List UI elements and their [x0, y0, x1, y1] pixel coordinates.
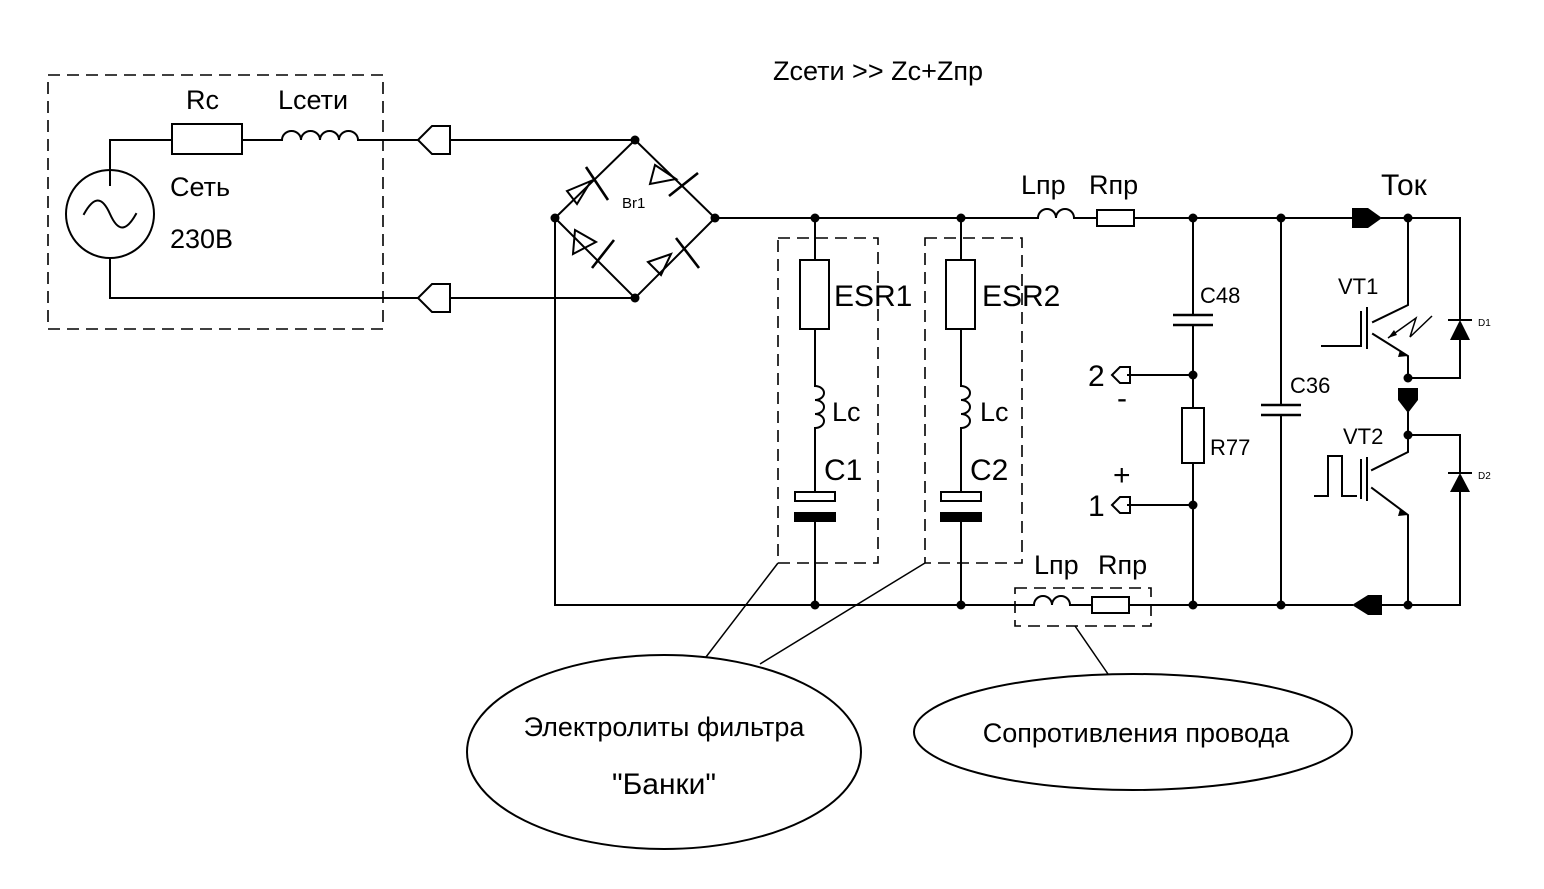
terminal-2-number: 2 [1088, 360, 1105, 393]
vt1-label: VT1 [1338, 274, 1378, 299]
lc2-label: Lc [980, 397, 1009, 427]
esr2-label: ESR2 [982, 280, 1060, 313]
electrolytes-callout-line1: Электролиты фильтра [524, 712, 806, 742]
r77-label: R77 [1210, 435, 1250, 460]
current-arrow-middle [1398, 388, 1418, 413]
esr1-label: ESR1 [834, 280, 912, 313]
c1-negative-plate [794, 512, 836, 522]
electrolytic-capacitor-2: ESR2 Lc C2 [924, 217, 1060, 606]
electrolytic-capacitor-1: ESR1 Lc C1 [777, 217, 912, 606]
esr2-resistor [945, 259, 976, 330]
esr1-resistor [799, 259, 830, 330]
diode-d1: D1 [1448, 318, 1491, 340]
current-arrow-top [1352, 208, 1382, 228]
top-wire-inductor [1036, 208, 1076, 220]
d1-label: D1 [1478, 318, 1491, 329]
electrolytes-callout-line2: "Банки" [612, 768, 716, 801]
negative-rail [554, 217, 1035, 606]
bridge-label: Br1 [622, 195, 645, 212]
c2-label: C2 [970, 454, 1008, 487]
mains-inductor-lseti [280, 130, 360, 142]
c2-positive-plate [940, 491, 982, 502]
lc1-label: Lc [832, 397, 861, 427]
diode-d2: D2 [1448, 471, 1491, 492]
c48-label: C48 [1200, 283, 1240, 308]
wire-resistance-box [1014, 587, 1152, 627]
snubber-c48-r77: C48 R77 [1127, 217, 1250, 606]
terminal-2-sign: - [1117, 382, 1127, 415]
c1-label: C1 [824, 454, 862, 487]
terminal-1-number: 1 [1088, 490, 1105, 523]
diode-bridge-br1: Br1 [550, 135, 720, 303]
wire-resistance-callout: Сопротивления провода [913, 625, 1353, 791]
igbt-vt2: VT2 [1314, 412, 1409, 606]
c36-label: C36 [1290, 373, 1330, 398]
top-wire-resistor [1096, 209, 1135, 227]
current-label: Ток [1381, 169, 1428, 202]
mains-resistor-rc [171, 123, 243, 155]
bottom-wire-resistor-label: Rпр [1098, 550, 1147, 580]
source-label-line2: 230В [170, 224, 233, 254]
impedance-formula: Zсети >> Zc+Zпр [773, 56, 983, 86]
terminal-2-arrow [1110, 366, 1131, 384]
lc1-inductor [813, 384, 825, 430]
electrolytes-callout: Электролиты фильтра "Банки" [466, 562, 926, 850]
input-connector-top [416, 125, 451, 155]
igbt-vt1: VT1 [1321, 217, 1433, 379]
input-connector-bottom [416, 283, 451, 313]
r77-resistor [1181, 407, 1205, 464]
current-arrow-bottom [1352, 595, 1382, 615]
mains-inductor-label: Lсети [278, 85, 348, 115]
source-label-line1: Сеть [170, 172, 230, 202]
terminal-1-arrow [1110, 496, 1131, 514]
terminal-1-sign: + [1113, 459, 1131, 492]
c1-positive-plate [794, 491, 836, 502]
bottom-wire-inductor [1032, 595, 1072, 607]
vt1-light-arrow [1387, 315, 1433, 339]
wire-resistance-callout-text: Сопротивления провода [983, 718, 1291, 748]
mains-resistor-label: Rc [186, 85, 219, 115]
top-wire-resistor-label: Rпр [1089, 170, 1138, 200]
pulse-signal-icon [1314, 455, 1357, 497]
mains-network-block: Rc Lсети Сеть 230В [47, 74, 419, 330]
vt2-label: VT2 [1343, 424, 1383, 449]
c2-negative-plate [940, 512, 982, 522]
bottom-wire-resistor [1091, 596, 1130, 614]
capacitor-c36: C36 [1261, 217, 1330, 606]
bottom-wire-inductor-label: Lпр [1034, 550, 1079, 580]
junction-dots [810, 213, 1413, 610]
d2-label: D2 [1478, 471, 1491, 482]
top-wire-inductor-label: Lпр [1021, 170, 1066, 200]
lc2-inductor [959, 384, 971, 430]
